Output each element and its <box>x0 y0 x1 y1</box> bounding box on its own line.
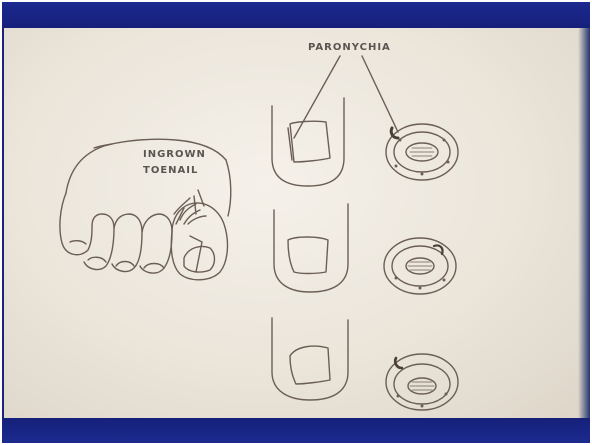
cross-section-3 <box>386 354 458 410</box>
ingrown-toenail-label-line2: TOENAIL <box>143 165 198 176</box>
foot-drawing <box>60 139 231 280</box>
medical-illustration <box>4 28 588 418</box>
paronychia-pointer-lines <box>294 56 398 138</box>
slide-top-bar <box>2 2 590 28</box>
ingrown-toenail-label-line1: INGROWN <box>143 149 206 160</box>
slide-bottom-bar <box>2 418 590 443</box>
nail-stage-2 <box>274 204 348 292</box>
nail-stage-3 <box>272 318 348 400</box>
nail-stage-1 <box>272 98 344 186</box>
cross-section-1 <box>386 124 458 180</box>
paronychia-label: PARONYCHIA <box>308 42 391 53</box>
cross-section-2 <box>384 238 456 294</box>
